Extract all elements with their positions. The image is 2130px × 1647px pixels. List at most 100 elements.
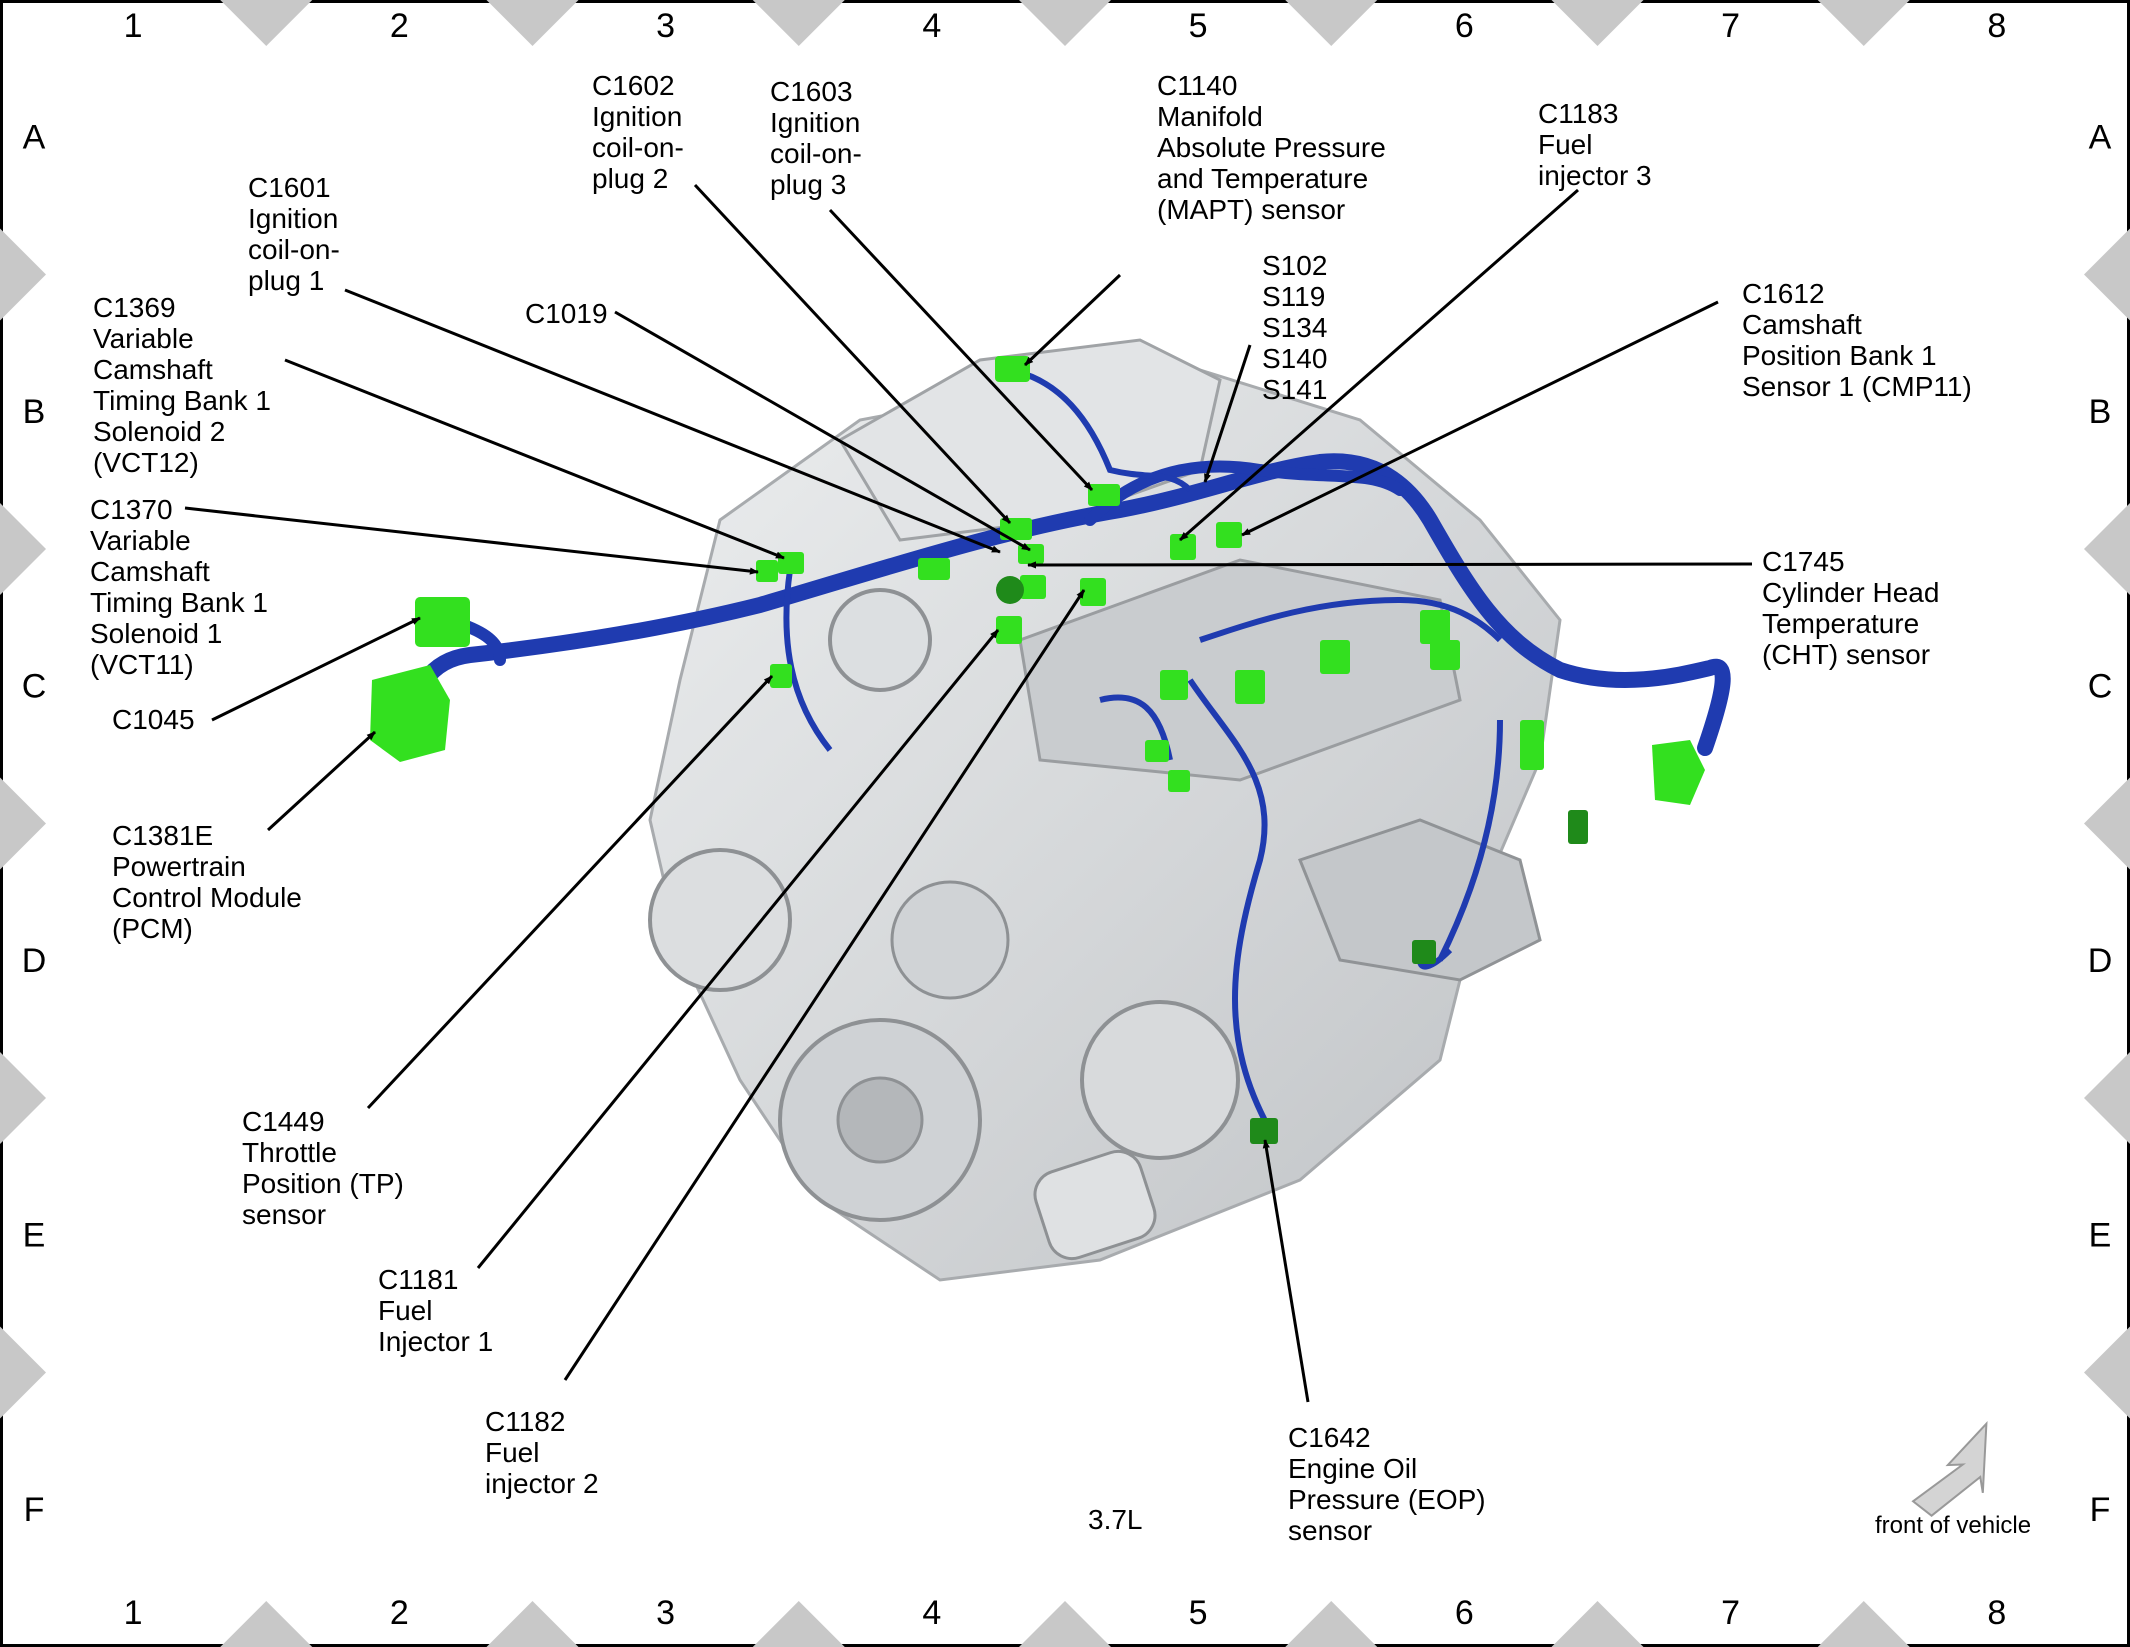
boundary-marker-bottom-6 [1551, 1601, 1644, 1647]
boundary-marker-top-7 [1817, 0, 1910, 46]
leader-c1045 [211, 616, 421, 722]
boundary-marker-left-1 [0, 228, 46, 321]
leader-c1182 [563, 589, 1086, 1381]
column-label-bottom-2: 2 [390, 1594, 409, 1632]
connector-head-3 [1320, 640, 1350, 674]
leader-c1612 [1241, 300, 1719, 537]
callout-c1019: C1019 [525, 298, 608, 329]
connector-head-1 [1160, 670, 1188, 700]
boundary-marker-top-6 [1551, 0, 1644, 46]
callout-c1601: C1601 Ignition coil-on- plug 1 [248, 172, 340, 296]
connector-dark-c1019 [996, 576, 1024, 604]
leader-c1603 [828, 208, 1094, 492]
boundary-marker-left-2 [0, 503, 46, 595]
connector-lower-1 [1145, 740, 1169, 762]
column-label-bottom-3: 3 [656, 1594, 675, 1632]
connector-lower-2 [1168, 770, 1190, 792]
connector-c1642 [1250, 1118, 1278, 1144]
connector-c1381e [370, 665, 450, 762]
leader-c1381e [266, 730, 377, 832]
callout-c1642: C1642 Engine Oil Pressure (EOP) sensor [1288, 1422, 1486, 1546]
boundary-marker-top-2 [486, 0, 579, 46]
row-label-right-B: B [2089, 393, 2112, 431]
leader-c1601 [344, 288, 1001, 554]
callout-c1182: C1182 Fuel injector 2 [485, 1406, 599, 1499]
callout-c1381e: C1381E Powertrain Control Module (PCM) [112, 820, 302, 944]
boundary-marker-right-5 [2084, 1326, 2130, 1419]
callout-c1045: C1045 [112, 704, 195, 735]
column-label-bottom-4: 4 [922, 1594, 941, 1632]
column-label-top-4: 4 [922, 7, 941, 45]
callout-c1449: C1449 Throttle Position (TP) sensor [242, 1106, 404, 1230]
column-label-bottom-8: 8 [1987, 1594, 2006, 1632]
harness-eop-branch [1187, 678, 1273, 1132]
callout-c1183: C1183 Fuel injector 3 [1538, 98, 1652, 191]
engine-illustration [648, 338, 1562, 1282]
connector-head-4 [1420, 610, 1450, 644]
column-label-top-3: 3 [656, 7, 675, 45]
leader-c1602 [693, 183, 1012, 525]
boundary-marker-bottom-3 [752, 1601, 845, 1647]
connector-c1181 [996, 616, 1022, 644]
boundary-marker-top-4 [1019, 0, 1111, 46]
column-label-top-6: 6 [1455, 7, 1474, 45]
connector-c1745 [1020, 575, 1046, 599]
crank-pulley-hub [836, 1076, 924, 1164]
column-label-bottom-1: 1 [124, 1594, 143, 1632]
column-label-bottom-7: 7 [1721, 1594, 1740, 1632]
boundary-marker-right-3 [2084, 777, 2130, 870]
boundary-marker-right-2 [2084, 503, 2130, 595]
row-label-right-E: E [2089, 1216, 2112, 1254]
row-label-right-D: D [2088, 942, 2113, 980]
boundary-marker-top-1 [220, 0, 313, 46]
connector-head-2 [1235, 670, 1265, 704]
boundary-marker-left-4 [0, 1052, 46, 1144]
boundary-marker-bottom-2 [486, 1601, 579, 1647]
leader-c1369 [284, 358, 785, 560]
leader-lines [184, 183, 1753, 1403]
callout-c1603: C1603 Ignition coil-on- plug 3 [770, 76, 862, 200]
boundary-marker-bottom-7 [1817, 1601, 1910, 1647]
boundary-marker-left-3 [0, 777, 46, 870]
harness-head-branch [1199, 596, 1503, 643]
row-label-left-F: F [24, 1491, 45, 1529]
connector-mapt [995, 356, 1030, 382]
callout-c1181: C1181 Fuel Injector 1 [378, 1264, 494, 1357]
boundary-marker-top-5 [1285, 0, 1378, 46]
connector-lower-3 [1412, 940, 1436, 964]
callout-c1140: C1140 Manifold Absolute Pressure and Tem… [1157, 70, 1386, 225]
row-label-left-A: A [23, 118, 46, 156]
connector-c1603 [1088, 484, 1120, 506]
callout-splices: S102 S119 S134 S140 S141 [1262, 250, 1328, 405]
harness-upper-branch [1009, 367, 1193, 493]
boundary-marker-left-5 [0, 1326, 46, 1419]
boundary-marker-bottom-1 [220, 1601, 313, 1647]
leader-c1642 [1262, 1139, 1310, 1403]
column-label-top-2: 2 [390, 7, 409, 45]
front-of-vehicle-arrow-icon [1911, 1421, 1988, 1517]
ac-compressor [648, 848, 792, 992]
column-label-bottom-5: 5 [1189, 1594, 1208, 1632]
connector-c1045 [415, 597, 470, 647]
column-label-top-7: 7 [1721, 7, 1740, 45]
column-label-top-5: 5 [1189, 7, 1208, 45]
boundary-marker-right-1 [2084, 228, 2130, 321]
row-label-left-D: D [22, 942, 47, 980]
engine-size-label: 3.7L [1088, 1504, 1143, 1535]
leader-splices [1203, 344, 1252, 483]
connector-c1370 [756, 560, 778, 582]
callout-c1369: C1369 Variable Camshaft Timing Bank 1 So… [93, 292, 271, 478]
boundary-marker-top-3 [752, 0, 845, 46]
connector-c1369 [778, 552, 804, 574]
callout-c1612: C1612 Camshaft Position Bank 1 Sensor 1 … [1742, 278, 1972, 402]
row-label-right-F: F [2090, 1491, 2111, 1529]
connector-c1182 [1080, 578, 1106, 606]
callout-c1745: C1745 Cylinder Head Temperature (CHT) se… [1762, 546, 1940, 670]
leader-c1370 [184, 506, 759, 575]
throttle-body [828, 588, 932, 692]
connector-lower-4 [1568, 810, 1588, 844]
